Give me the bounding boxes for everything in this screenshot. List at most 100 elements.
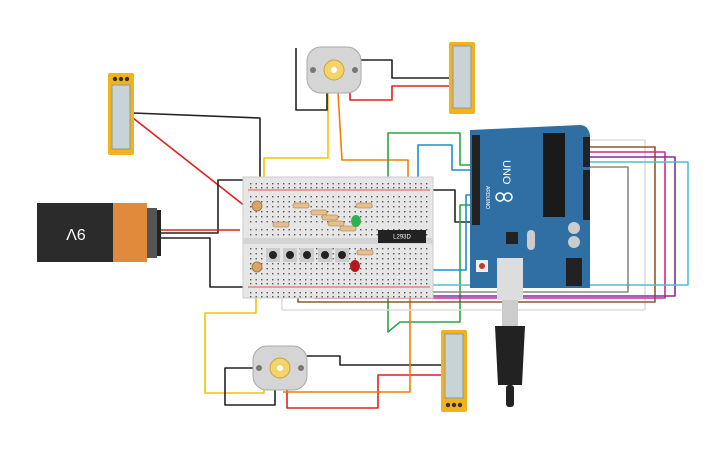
- breadboard-hole: [354, 292, 356, 294]
- photoresistor[interactable]: [251, 261, 263, 273]
- breadboard-hole: [360, 296, 362, 298]
- breadboard-hole: [316, 268, 318, 270]
- battery-label: 9V: [66, 225, 86, 242]
- breadboard-hole: [354, 201, 356, 203]
- led-green[interactable]: [351, 215, 361, 227]
- arduino-uno[interactable]: UNO ARDUINO: [470, 125, 590, 300]
- breadboard-hole: [266, 221, 268, 223]
- breadboard-hole: [409, 283, 411, 285]
- breadboard-hole: [343, 206, 345, 208]
- breadboard-hole: [382, 201, 384, 203]
- wire-black[interactable]: [224, 367, 276, 406]
- breadboard-hole: [294, 221, 296, 223]
- photoresistor[interactable]: [251, 200, 263, 212]
- breadboard-hole: [404, 196, 406, 198]
- wire-black[interactable]: [160, 237, 245, 288]
- breadboard-hole: [294, 187, 296, 189]
- breadboard-hole: [272, 196, 274, 198]
- wire-yellow[interactable]: [263, 92, 329, 185]
- breadboard-hole: [349, 201, 351, 203]
- breadboard-hole: [426, 206, 428, 208]
- breadboard-hole: [404, 216, 406, 218]
- breadboard-hole: [354, 187, 356, 189]
- wire-black[interactable]: [160, 179, 245, 234]
- wire-white[interactable]: [281, 139, 646, 311]
- dc-motor-bottom[interactable]: [252, 345, 308, 391]
- led-red[interactable]: [350, 260, 360, 272]
- breadboard-hole: [299, 216, 301, 218]
- push-button[interactable]: [321, 251, 329, 259]
- breadboard-hole: [404, 187, 406, 189]
- breadboard-hole: [250, 253, 252, 255]
- breadboard-hole: [261, 216, 263, 218]
- breadboard-hole: [321, 206, 323, 208]
- breadboard-hole: [420, 283, 422, 285]
- sensor-module-top-right[interactable]: [449, 42, 475, 114]
- push-button[interactable]: [286, 251, 294, 259]
- atmega-chip: [543, 133, 565, 217]
- breadboard-hole: [316, 296, 318, 298]
- breadboard-hole: [283, 273, 285, 275]
- breadboard-hole: [277, 263, 279, 265]
- wire-red[interactable]: [349, 85, 449, 101]
- breadboard-hole: [376, 253, 378, 255]
- breadboard-hole: [250, 234, 252, 236]
- wire-blue[interactable]: [432, 194, 476, 271]
- breadboard-hole: [376, 273, 378, 275]
- dc-motor-top[interactable]: [306, 46, 362, 94]
- breadboard-hole: [349, 263, 351, 265]
- wire-black[interactable]: [295, 48, 328, 111]
- breadboard-hole: [316, 187, 318, 189]
- chip-label: L293D: [393, 235, 411, 241]
- breadboard-hole: [266, 196, 268, 198]
- breadboard-hole: [349, 234, 351, 236]
- breadboard-hole: [321, 296, 323, 298]
- breadboard-hole: [393, 263, 395, 265]
- breadboard-hole: [382, 183, 384, 185]
- breadboard-hole: [420, 279, 422, 281]
- breadboard-hole: [393, 216, 395, 218]
- breadboard-hole: [327, 263, 329, 265]
- breadboard-hole: [354, 234, 356, 236]
- breadboard-hole: [343, 292, 345, 294]
- breadboard-hole: [409, 187, 411, 189]
- breadboard-hole: [277, 292, 279, 294]
- breadboard-hole: [261, 234, 263, 236]
- wire-red[interactable]: [132, 117, 258, 211]
- l293d-chip[interactable]: L293D: [378, 230, 426, 243]
- breadboard-hole: [409, 206, 411, 208]
- breadboard-hole: [277, 279, 279, 281]
- breadboard-hole: [382, 273, 384, 275]
- wire-green[interactable]: [387, 132, 476, 180]
- breadboard-hole: [409, 273, 411, 275]
- push-button[interactable]: [269, 251, 277, 259]
- breadboard-hole: [294, 296, 296, 298]
- battery-9v[interactable]: 9V: [37, 203, 161, 262]
- breadboard-hole: [387, 216, 389, 218]
- wire-black[interactable]: [132, 112, 261, 185]
- breadboard-hole: [393, 296, 395, 298]
- breadboard-hole: [349, 268, 351, 270]
- sensor-module-left[interactable]: [108, 73, 134, 155]
- sensor-module-bottom-right[interactable]: [441, 330, 467, 412]
- wire-red[interactable]: [286, 374, 441, 409]
- breadboard-hole: [294, 292, 296, 294]
- wire-green[interactable]: [387, 204, 476, 333]
- push-button[interactable]: [303, 251, 311, 259]
- wire-black[interactable]: [360, 59, 449, 79]
- push-button[interactable]: [338, 251, 346, 259]
- wire-black[interactable]: [307, 355, 441, 366]
- breadboard-hole: [272, 279, 274, 281]
- breadboard-hole: [255, 234, 257, 236]
- breadboard-hole: [283, 296, 285, 298]
- breadboard-hole: [426, 183, 428, 185]
- breadboard-hole: [277, 234, 279, 236]
- breadboard-hole: [272, 201, 274, 203]
- wire-yellow[interactable]: [204, 280, 265, 394]
- breadboard-hole: [349, 283, 351, 285]
- wire-blue[interactable]: [417, 144, 476, 185]
- reset-button[interactable]: [479, 263, 485, 269]
- breadboard[interactable]: L293D: [242, 176, 434, 299]
- breadboard-hole: [327, 283, 329, 285]
